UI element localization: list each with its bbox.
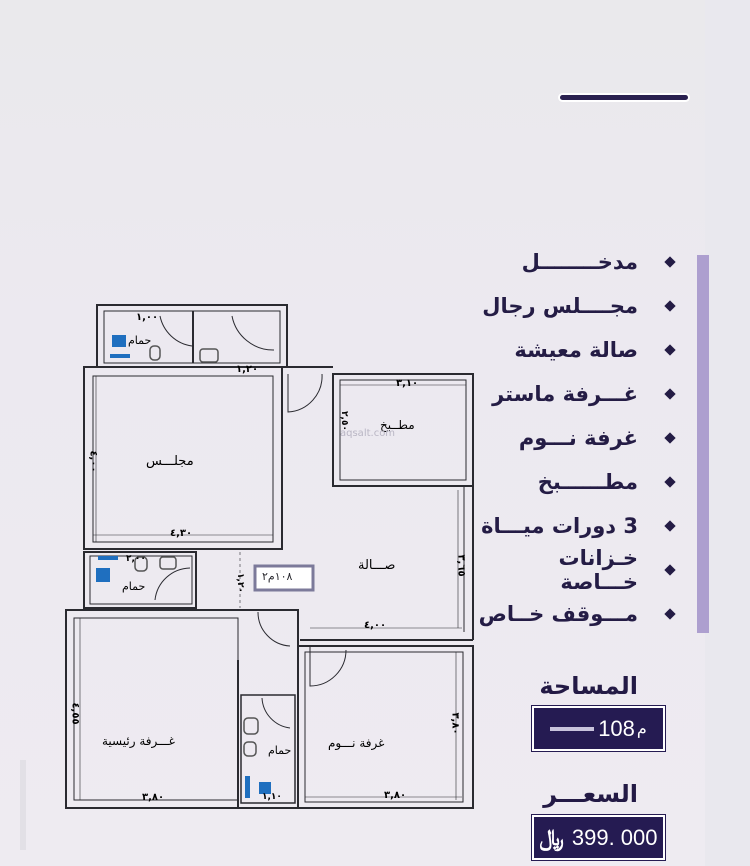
feature-list: مدخــــــــل مجــــلس رجال صالة معيشة غـ…: [474, 240, 676, 636]
diamond-bullet-icon: [664, 476, 676, 488]
feature-label: خـزانات خـــاصة: [558, 546, 638, 594]
area-heading: المساحة: [539, 672, 638, 700]
feature-item: مـــوقف خــاص: [474, 592, 676, 636]
feature-item: 3 دورات ميـــاة: [474, 504, 676, 548]
dim-corridor-mid: ١,٢٠: [234, 573, 245, 593]
feature-label: مدخــــــــل: [521, 250, 638, 274]
dim-living-h: ٣,٦٥: [455, 554, 467, 577]
diamond-bullet-icon: [664, 344, 676, 356]
sink-icon: [243, 717, 259, 735]
price-value-box: ﷼ 399. 000: [531, 814, 666, 861]
area-tag-text: ١٠٨م٢: [262, 570, 293, 583]
room-label-master: غـــرفة رئيسية: [102, 734, 175, 748]
room-label-bath-mid: حمام: [122, 580, 146, 593]
diamond-bullet-icon: [664, 256, 676, 268]
floor-plan: مجلـــس مطــبخ صـــالة غـــرفة رئيسية غر…: [60, 298, 490, 814]
price-heading: السعـــر: [543, 780, 638, 808]
feature-label: صالة معيشة: [514, 338, 638, 362]
toilet-icon: [149, 345, 161, 361]
diamond-bullet-icon: [664, 608, 676, 620]
feature-label: مـــوقف خــاص: [478, 602, 638, 626]
dim-bedroom-h: ٣,٨٠: [449, 712, 461, 735]
room-label-bath-top: حمام: [128, 334, 152, 347]
bathtub-icon: [259, 782, 271, 794]
toilet-icon: [243, 741, 257, 757]
area-strip: [550, 726, 595, 731]
feature-item: خـزانات خـــاصة: [474, 546, 676, 594]
price-value: 399. 000: [571, 824, 658, 850]
dim-corridor-top: ١,٢٠: [236, 364, 259, 375]
dim-bath-mid: ٢,٠٠: [126, 554, 146, 564]
dim-bath-bottom: ١,١٠: [262, 792, 282, 802]
feature-label: غـــرفة ماستر: [492, 382, 638, 406]
feature-label: مطــــــبخ: [537, 470, 638, 494]
diamond-bullet-icon: [664, 432, 676, 444]
dim-kitchen-w: ٣,١٠: [396, 378, 419, 389]
decorative-rule: [560, 95, 688, 100]
diamond-bullet-icon: [664, 520, 676, 532]
watermark: aqsalt.com: [340, 428, 396, 439]
dim-master-w: ٣,٨٠: [142, 792, 165, 803]
room-label-bedroom: غرفة نـــوم: [328, 736, 385, 750]
area-value-box: 108 م: [531, 705, 666, 752]
dim-majlis-h: ٤,٠٠: [87, 450, 99, 473]
dim-master-h: ٤,٥٥: [69, 702, 81, 725]
feature-item: مدخــــــــل: [474, 240, 676, 284]
feature-item: غـــرفة ماستر: [474, 372, 676, 416]
diamond-bullet-icon: [664, 388, 676, 400]
bathtub-icon: [96, 568, 110, 582]
area-value: 108: [598, 715, 635, 741]
feature-item: صالة معيشة: [474, 328, 676, 372]
dim-majlis-w: ٤,٣٠: [170, 528, 193, 539]
dim-bedroom-w: ٣,٨٠: [384, 790, 407, 801]
floor-plan-drawing: [65, 304, 474, 809]
feature-item: مطــــــبخ: [474, 460, 676, 504]
room-label-kitchen: مطــبخ: [380, 418, 415, 432]
dim-living-w: ٤,٠٠: [364, 620, 387, 631]
room-label-majlis: مجلـــس: [146, 454, 194, 469]
sink-icon: [159, 556, 177, 570]
room-label-bath-bottom: حمام: [268, 744, 292, 757]
diamond-bullet-icon: [664, 300, 676, 312]
area-unit: م: [636, 720, 647, 738]
diamond-bullet-icon: [664, 564, 676, 576]
feature-item: مجــــلس رجال: [474, 284, 676, 328]
scroll-ghost: [20, 760, 26, 850]
feature-item: غرفة نـــوم: [474, 416, 676, 460]
bathtub-icon: [112, 335, 126, 347]
dim-bath-top: ١,٠٠: [136, 312, 159, 323]
feature-label: 3 دورات ميـــاة: [481, 514, 638, 538]
right-margin: [705, 0, 750, 866]
toilet-icon: [134, 556, 148, 572]
feature-label: غرفة نـــوم: [518, 426, 638, 450]
area-tag-box: [253, 564, 315, 592]
accent-bar: [697, 255, 709, 633]
feature-label: مجــــلس رجال: [482, 294, 638, 318]
riyal-currency-icon: ﷼: [539, 824, 564, 850]
room-label-living: صـــالة: [358, 558, 396, 573]
sink-icon: [199, 348, 219, 363]
